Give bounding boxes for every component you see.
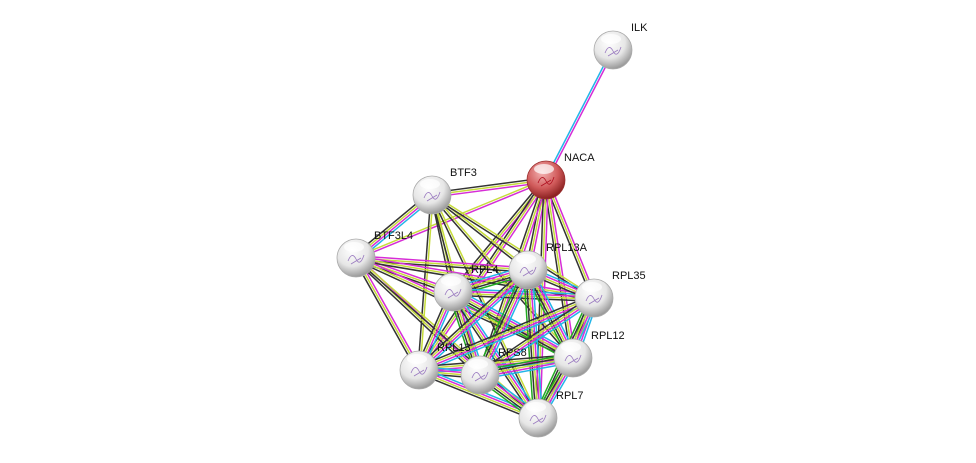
edge-evidence-line xyxy=(431,195,594,300)
node-label: ILK xyxy=(631,22,648,34)
edge-evidence-line xyxy=(418,370,538,420)
edge-evidence-line xyxy=(547,179,576,358)
edge-evidence-line xyxy=(454,287,576,355)
edge-evidence-line xyxy=(430,195,528,272)
node-label: NACA xyxy=(564,152,595,164)
edge-evidence-line xyxy=(545,179,574,359)
protein-structure-icon xyxy=(410,366,428,377)
edge-evidence-line xyxy=(432,193,575,358)
node-label: RPL7 xyxy=(556,390,584,402)
edge-evidence-line xyxy=(356,255,595,297)
node-rpl13[interactable] xyxy=(399,350,439,390)
node-highlight xyxy=(601,34,621,44)
node-naca[interactable] xyxy=(526,160,566,200)
node-label: RPL13 xyxy=(437,342,471,354)
edge-evidence-line xyxy=(543,180,572,359)
node-rpl13a[interactable] xyxy=(508,250,548,290)
protein-structure-icon xyxy=(585,294,603,305)
edge-evidence-line xyxy=(477,294,593,373)
edge-ilk-naca[interactable] xyxy=(544,49,615,181)
node-rpl12[interactable] xyxy=(553,338,593,378)
edge-evidence-line xyxy=(452,294,594,303)
protein-structure-icon xyxy=(519,266,537,277)
node-rpl35[interactable] xyxy=(574,278,614,318)
edge-evidence-line xyxy=(417,294,594,368)
protein-structure-icon xyxy=(471,371,489,382)
node-label: RPL35 xyxy=(612,270,646,282)
edge-evidence-line xyxy=(453,290,595,298)
protein-structure-icon xyxy=(529,414,547,425)
edge-evidence-line xyxy=(416,267,527,369)
edge-evidence-line xyxy=(452,292,594,300)
node-highlight xyxy=(407,354,427,364)
edge-evidence-line xyxy=(420,271,531,373)
node-highlight xyxy=(526,402,546,412)
node-btf3[interactable] xyxy=(412,175,452,215)
protein-structure-icon xyxy=(537,176,555,187)
edge-evidence-line xyxy=(353,258,418,372)
protein-structure-icon xyxy=(423,191,441,202)
edge-evidence-line xyxy=(419,298,595,372)
edge-rpl13a-rpl13[interactable] xyxy=(416,267,531,373)
edge-evidence-line xyxy=(545,179,595,299)
edge-rpl4-rpl7[interactable] xyxy=(449,289,542,421)
edge-evidence-line xyxy=(355,257,595,299)
edge-evidence-line xyxy=(418,296,594,370)
edge-btf3l4-rpl13[interactable] xyxy=(353,256,422,372)
edge-evidence-line xyxy=(455,289,542,417)
edge-evidence-line xyxy=(357,256,422,370)
edge-evidence-line xyxy=(417,372,538,422)
protein-structure-icon xyxy=(347,254,365,265)
edge-evidence-line xyxy=(453,289,575,357)
node-highlight xyxy=(441,276,461,286)
edge-evidence-line xyxy=(452,291,574,359)
node-label: RPL12 xyxy=(591,330,625,342)
node-ilk[interactable] xyxy=(593,30,633,70)
node-rps8[interactable] xyxy=(460,355,500,395)
node-highlight xyxy=(468,359,488,369)
edge-evidence-line xyxy=(419,270,530,372)
node-highlight xyxy=(420,179,440,189)
edge-evidence-line xyxy=(531,269,544,418)
node-label: RPL4 xyxy=(471,264,499,276)
node-highlight xyxy=(344,242,364,252)
edge-evidence-line xyxy=(451,292,538,420)
node-label: BTF3L4 xyxy=(374,230,414,242)
edge-evidence-line xyxy=(416,178,545,370)
node-highlight xyxy=(534,164,554,174)
edge-evidence-line xyxy=(451,293,573,361)
edge-evidence-line xyxy=(355,257,420,371)
node-highlight xyxy=(561,342,581,352)
edge-evidence-line xyxy=(475,267,525,374)
edge-evidence-line xyxy=(483,271,533,378)
edge-evidence-line xyxy=(418,353,573,368)
node-label: RPL13A xyxy=(546,242,587,254)
edge-evidence-line xyxy=(547,178,597,298)
protein-structure-icon xyxy=(604,46,622,57)
protein-structure-icon xyxy=(444,288,462,299)
node-label: RPS8 xyxy=(498,347,527,359)
node-label: BTF3 xyxy=(450,167,477,179)
node-highlight xyxy=(582,282,602,292)
edge-naca-rpl12[interactable] xyxy=(543,179,576,359)
protein-structure-icon xyxy=(564,354,582,365)
edge-evidence-line xyxy=(544,49,613,180)
node-rpl4[interactable] xyxy=(433,272,473,312)
node-rpl7[interactable] xyxy=(518,398,558,438)
node-btf3l4[interactable] xyxy=(336,238,376,278)
edge-evidence-line xyxy=(453,290,540,418)
edge-evidence-line xyxy=(529,269,541,418)
edge-evidence-line xyxy=(356,255,529,269)
node-highlight xyxy=(516,254,536,264)
edge-btf3-rpl35[interactable] xyxy=(431,193,595,300)
edge-evidence-line xyxy=(417,268,528,370)
edge-evidence-line xyxy=(432,193,595,298)
edge-evidence-line xyxy=(546,50,615,181)
